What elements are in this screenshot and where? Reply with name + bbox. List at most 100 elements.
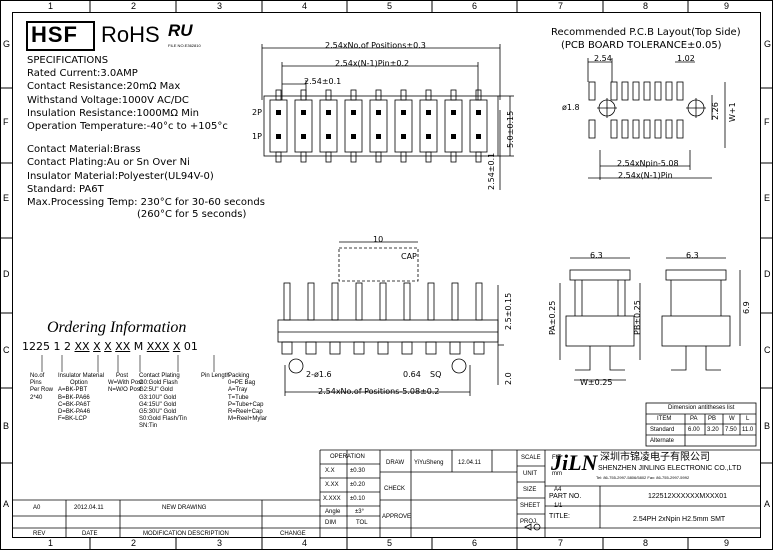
dim-height: 5.0±0.15	[506, 110, 515, 148]
g1-line: Pins	[30, 380, 42, 387]
code-suffix: 01	[183, 340, 198, 353]
tb-tol-xx: X.X	[325, 468, 335, 474]
top-pin-housing	[394, 99, 413, 153]
ruler-col-5-bottom: 5	[387, 538, 393, 548]
tb-rev-header: REV	[33, 531, 46, 537]
pcb-dim-hole: ø1.8	[562, 103, 580, 112]
tb-unit-value: mm	[552, 471, 562, 477]
front-pin	[379, 282, 387, 321]
top-pin-lead-bottom	[375, 151, 382, 163]
tb-operation: OPERATION	[330, 454, 365, 460]
ruler-col-3-bottom: 3	[217, 538, 223, 548]
spec-rated-current: Rated Current:3.0AMP	[27, 68, 138, 79]
inner-border	[12, 12, 761, 538]
dim-positions: 2.54xNo.of Positions±0.3	[325, 41, 426, 50]
dim-table-w: 7.50	[725, 427, 737, 433]
top-pin-housing	[419, 99, 438, 153]
tb-part-no: 122512XXXXXXMXXX01	[648, 493, 727, 500]
top-pin-lead-top	[375, 89, 382, 101]
tb-title: 2.54PH 2xNpin H2.5mm SMT	[633, 516, 726, 523]
pcb-dim-npin: 2.54xNpin-5.08	[617, 159, 679, 168]
rohs-label: RoHS	[101, 22, 160, 47]
top-pin-lead-top	[400, 89, 407, 101]
dim-table-title: Dimension antitheses list	[668, 405, 735, 411]
ordering-group-pins: No.of Pins Per Row 2*40	[30, 373, 53, 402]
top-pin-2p	[426, 110, 431, 115]
tb-draw-date: 12.04.11	[458, 460, 481, 466]
ruler-row-f-right: F	[764, 117, 770, 127]
tb-size-value: A4	[554, 487, 562, 493]
ordering-group-insulator: Insulator Material Option A=BK-PBT B=BK-…	[58, 373, 104, 423]
front-pin-foot	[377, 341, 389, 355]
tb-drawer: YiYuSheng	[414, 460, 444, 466]
top-pin-1p	[476, 134, 481, 139]
top-pin-1p	[351, 134, 356, 139]
top-pin-lead-top	[350, 89, 357, 101]
front-dim-10: 10	[373, 235, 384, 244]
top-pin-1p	[301, 134, 306, 139]
top-pin-lead-bottom	[350, 151, 357, 163]
tb-tol-angle-v: ±3°	[355, 509, 365, 515]
tb-check: CHECK	[384, 486, 406, 492]
g3-line: W=With Post	[108, 380, 143, 387]
ruler-col-6-bottom: 6	[472, 538, 478, 548]
pcb-pads	[588, 81, 684, 139]
dim-table-h-pb: PB	[708, 416, 717, 422]
tb-unit: UNIT	[523, 471, 537, 477]
pcb-pad-top	[654, 81, 662, 101]
code-pins: XX	[74, 340, 90, 353]
g6-line: M=Reel+Mylar	[228, 416, 268, 423]
g2-line: Option	[70, 380, 88, 387]
pcb-pad-top	[610, 81, 618, 101]
ordering-title: Ordering Information	[47, 319, 187, 336]
top-pin-2p	[401, 110, 406, 115]
pcb-pad-bottom	[610, 119, 618, 139]
tb-change-header: CHANGE	[280, 531, 306, 537]
ruler-row-a-right: A	[764, 499, 771, 509]
tb-tol-xxxx-v: ±0.10	[350, 496, 365, 502]
tb-sheet: SHEET	[520, 503, 541, 509]
ordering-group-post: Post W=With Post N=W/O Post	[108, 373, 143, 395]
pcb-dim-n1: 2.54x(N-1)Pin	[618, 171, 673, 180]
tb-tol-xxx: X.XX	[325, 482, 339, 488]
side-dim-63a: 6.3	[590, 251, 603, 260]
top-pin-2p	[451, 110, 456, 115]
code-m: M	[133, 340, 144, 353]
g6-line: A=Tray	[228, 387, 248, 394]
ordering-group-plating: Contact Plating G0:Gold Flash G2:5U" Gol…	[139, 373, 187, 431]
spec-contact-resistance: Contact Resistance:20mΩ Max	[27, 81, 181, 92]
g2-line: B=BK-PA66	[58, 394, 90, 401]
company-contact: Tel: 86-755-2997-5806/5802 Fax: 86-755-2…	[596, 475, 690, 480]
pcb-pad-bottom	[654, 119, 662, 139]
top-pin-1p	[276, 134, 281, 139]
code-insulator: X	[93, 340, 101, 353]
g6-line: R=Reel+Cap	[228, 408, 263, 415]
tb-date-header: DATE	[82, 531, 98, 537]
ruler-row-c: C	[3, 345, 10, 355]
top-pin-housing	[444, 99, 463, 153]
front-dim-positions: 2.54xNo.of Positions-5.08±0.2	[318, 387, 440, 396]
ruler-col-8-bottom: 8	[643, 538, 649, 548]
spec-insulator-material: Insulator Material:Polyester(UL94V-0)	[27, 171, 214, 182]
pcb-pad-bottom	[588, 119, 596, 139]
top-pin-1p	[401, 134, 406, 139]
g2-line: A=BK-PBT	[58, 387, 88, 394]
dimension-table-grid	[645, 402, 757, 447]
top-pin-1p	[451, 134, 456, 139]
g4-line: G4:15U" Gold	[139, 401, 177, 408]
front-pin-foot	[473, 341, 485, 355]
ruler-row-e: E	[3, 193, 10, 203]
ruler-row-d-right: D	[764, 269, 771, 279]
tb-desc-header: MODIFICATION DESCRIPTION	[143, 531, 229, 537]
tb-part-label: PART NO.	[549, 493, 582, 500]
tb-proj: PROJ.	[520, 519, 538, 525]
code-length: XXX	[146, 340, 170, 353]
dim-table-standard: Standard	[650, 427, 675, 433]
g4-line: G2:5U" Gold	[139, 387, 173, 394]
ruler-row-e-right: E	[764, 193, 771, 203]
top-pin-lead-bottom	[275, 151, 282, 163]
top-pin-lead-top	[325, 89, 332, 101]
side-dim-pb: PB±0.25	[633, 300, 642, 335]
